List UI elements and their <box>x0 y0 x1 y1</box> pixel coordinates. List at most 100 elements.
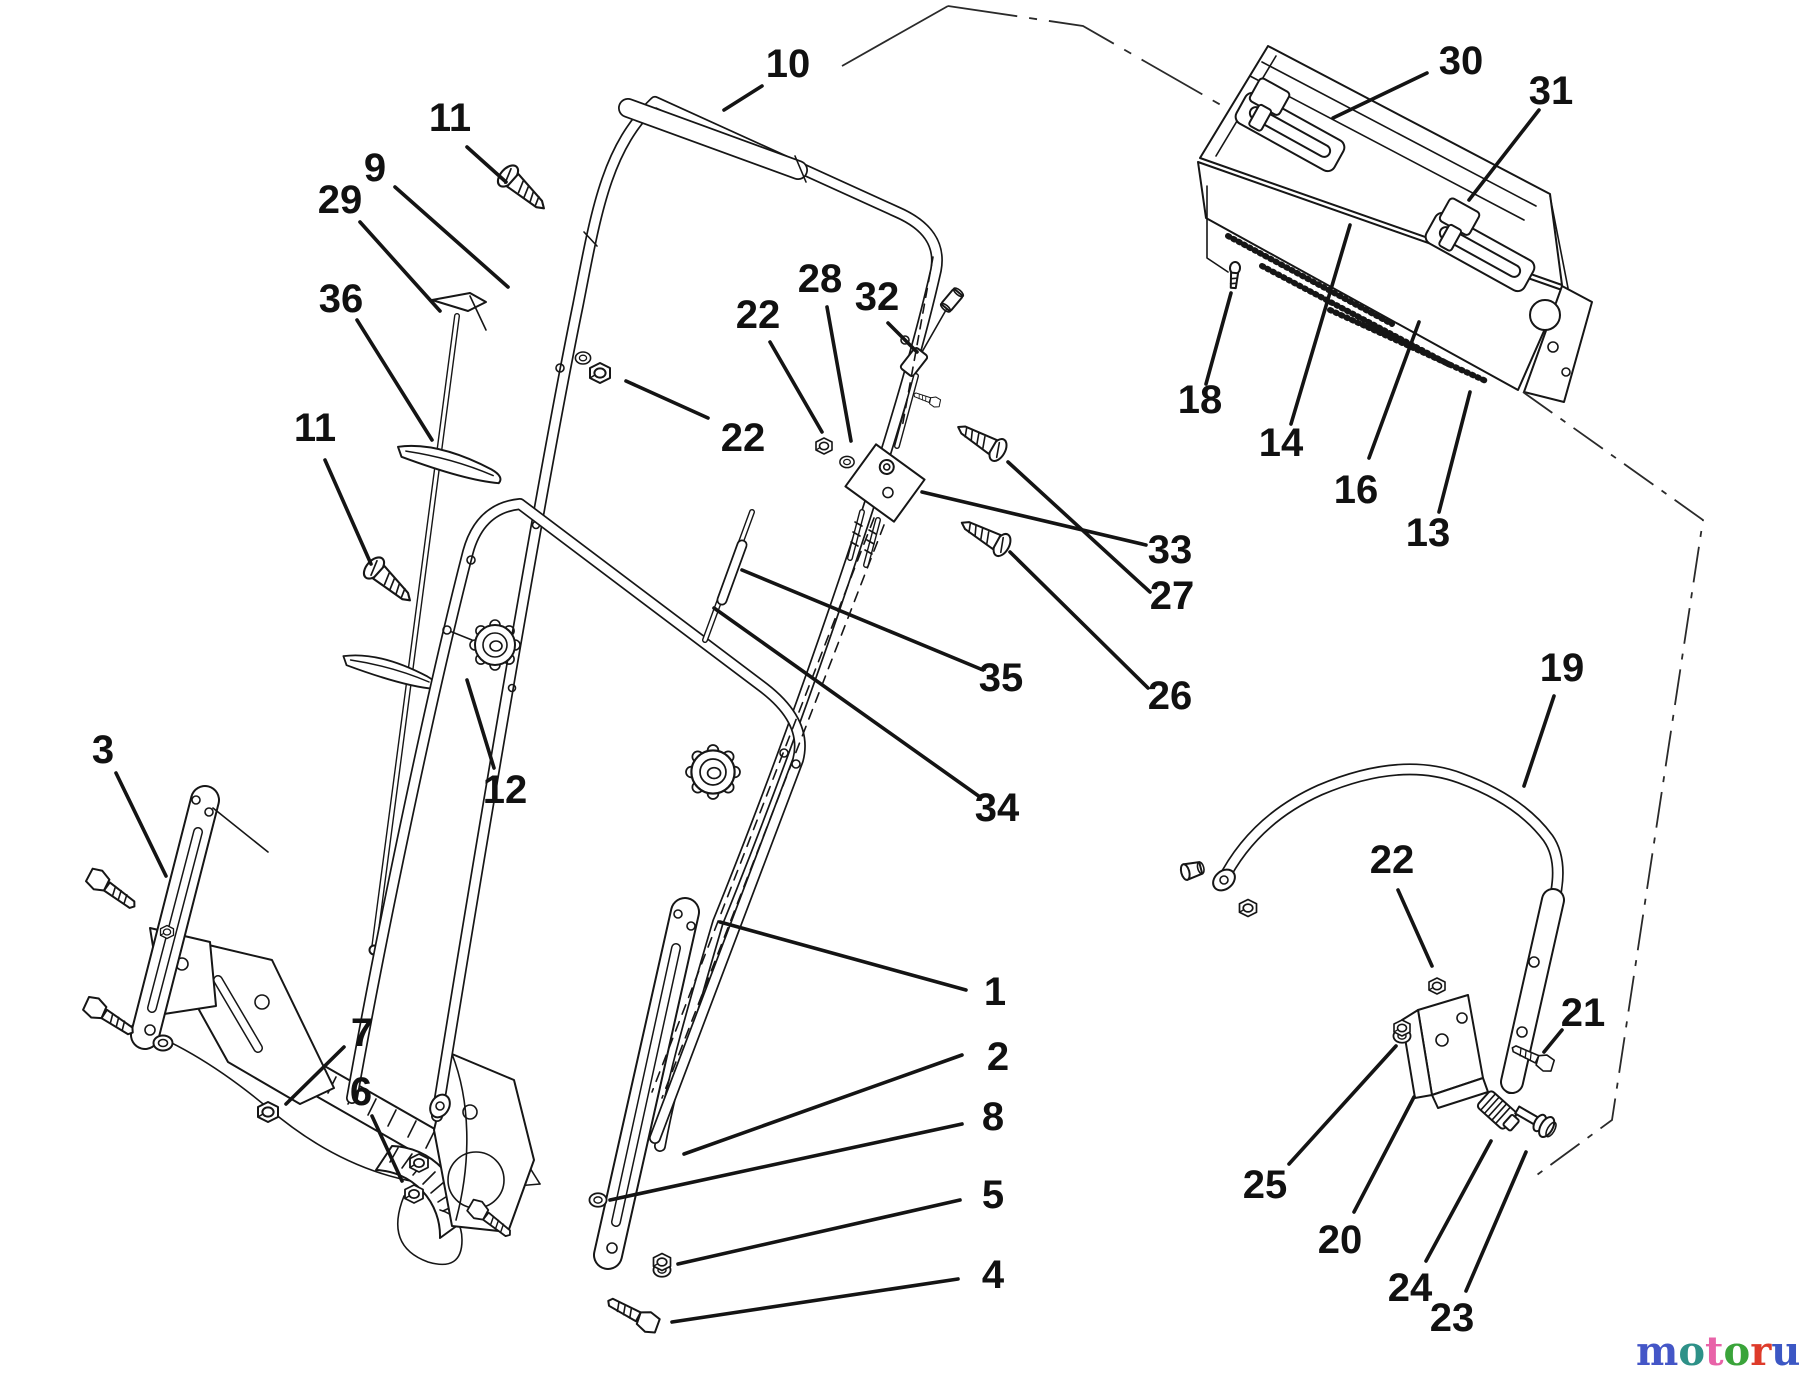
handle-knob-right <box>684 743 742 801</box>
leader-line-8 <box>608 1122 964 1202</box>
washer-8 <box>588 1192 608 1208</box>
part-label-31: 31 <box>1529 69 1574 113</box>
screw-26 <box>954 511 1015 560</box>
leader-line-6 <box>370 1114 404 1183</box>
bolt-left-lower <box>79 992 140 1042</box>
panel-slider-31 <box>1424 197 1536 293</box>
screw-27 <box>951 415 1012 465</box>
leader-lines <box>114 71 1564 1324</box>
detail-boundary-right <box>1522 391 1704 1181</box>
motoruf-logo[interactable]: motoruf.de <box>1636 1330 1800 1380</box>
nut-7 <box>257 1101 279 1123</box>
cable-clamp-33 <box>844 443 926 523</box>
mower-deck <box>131 927 541 1266</box>
part-label-36: 36 <box>319 277 364 321</box>
leader-line-31 <box>1467 108 1541 202</box>
part-label-24: 24 <box>1388 1266 1433 1310</box>
leader-line-26 <box>1008 550 1150 690</box>
part-label-32: 32 <box>855 275 900 319</box>
part-label-21: 21 <box>1561 991 1606 1035</box>
leader-line-22b <box>624 379 710 420</box>
part-label-7: 7 <box>351 1011 373 1055</box>
part-label-26: 26 <box>1148 674 1193 718</box>
part-label-34: 34 <box>975 786 1020 830</box>
deck-bracket <box>195 941 335 1105</box>
handlebar-nut <box>1238 898 1258 918</box>
part-label-19: 19 <box>1540 646 1585 690</box>
leader-line-12 <box>465 678 496 770</box>
leader-line-10 <box>722 84 764 112</box>
lower-handle-loop <box>346 498 806 1144</box>
handlebar-bracket-20 <box>1401 994 1489 1109</box>
part-label-22a: 22 <box>736 293 781 337</box>
handle-rod <box>339 292 505 956</box>
part-label-18: 18 <box>1178 378 1223 422</box>
leader-line-7 <box>284 1045 346 1106</box>
handle-knob-12 <box>469 619 521 671</box>
leader-line-19 <box>1522 694 1556 788</box>
detail-boundary-lines <box>841 5 1241 117</box>
leader-line-4 <box>670 1277 960 1324</box>
leader-line-9 <box>393 185 510 289</box>
leader-line-16 <box>1367 320 1421 460</box>
leader-line-30 <box>1331 71 1429 120</box>
logo-letter: m <box>1636 1328 1679 1375</box>
part-label-3: 3 <box>92 728 114 772</box>
leader-line-29 <box>358 220 442 313</box>
rod-clip-36 <box>394 431 505 496</box>
leader-line-3 <box>114 771 168 878</box>
leader-line-27 <box>1006 460 1152 594</box>
logo-letter: t <box>1705 1328 1724 1375</box>
part-label-5: 5 <box>982 1173 1004 1217</box>
nut-6b <box>404 1184 424 1204</box>
part-label-28: 28 <box>798 257 843 301</box>
leader-line-20 <box>1352 1095 1416 1214</box>
logo-letter: o <box>1723 1328 1751 1375</box>
part-label-25: 25 <box>1243 1163 1288 1207</box>
panel-slider-30 <box>1234 77 1346 173</box>
nut-22a <box>815 437 833 455</box>
part-label-13: 13 <box>1406 511 1451 555</box>
panel-screw-18 <box>1227 260 1242 290</box>
leader-line-22c <box>1396 888 1434 968</box>
leader-line-2 <box>682 1053 964 1156</box>
part-label-11a: 11 <box>429 96 471 140</box>
part-label-11b: 11 <box>294 406 336 450</box>
part-label-22b: 22 <box>721 416 766 460</box>
bolt-4 <box>602 1291 664 1337</box>
leader-line-22a <box>768 340 824 434</box>
flange-nut-5 <box>652 1252 672 1272</box>
leader-line-35 <box>740 568 985 672</box>
mount-rod-34 <box>702 509 755 643</box>
part-label-35: 35 <box>979 656 1024 700</box>
leader-line-5 <box>676 1198 962 1266</box>
leader-line-11a <box>465 145 508 184</box>
nut-22b <box>589 362 611 384</box>
nut-left <box>159 924 175 940</box>
part-label-33: 33 <box>1148 528 1193 572</box>
part-label-16: 16 <box>1334 468 1379 512</box>
leader-line-28 <box>825 305 853 443</box>
part-label-27: 27 <box>1150 574 1195 618</box>
leader-line-36 <box>355 318 434 442</box>
leader-line-33 <box>920 490 1148 547</box>
logo-letter: u <box>1771 1328 1800 1375</box>
part-label-9: 9 <box>364 146 386 190</box>
nut-22c <box>1428 977 1446 995</box>
part-label-23: 23 <box>1430 1296 1475 1340</box>
leader-line-25 <box>1287 1044 1398 1166</box>
leader-line-14 <box>1289 223 1352 426</box>
leader-line-34 <box>712 606 982 799</box>
logo-letter: o <box>1678 1328 1706 1375</box>
part-label-2: 2 <box>987 1035 1009 1079</box>
part-label-8: 8 <box>982 1095 1004 1139</box>
cable-end-fitting-32 <box>938 285 966 315</box>
part-label-20: 20 <box>1318 1218 1363 1262</box>
part-label-12: 12 <box>483 768 528 812</box>
washer-28 <box>839 455 855 469</box>
leader-line-1 <box>718 920 968 992</box>
part-label-14: 14 <box>1259 421 1304 465</box>
